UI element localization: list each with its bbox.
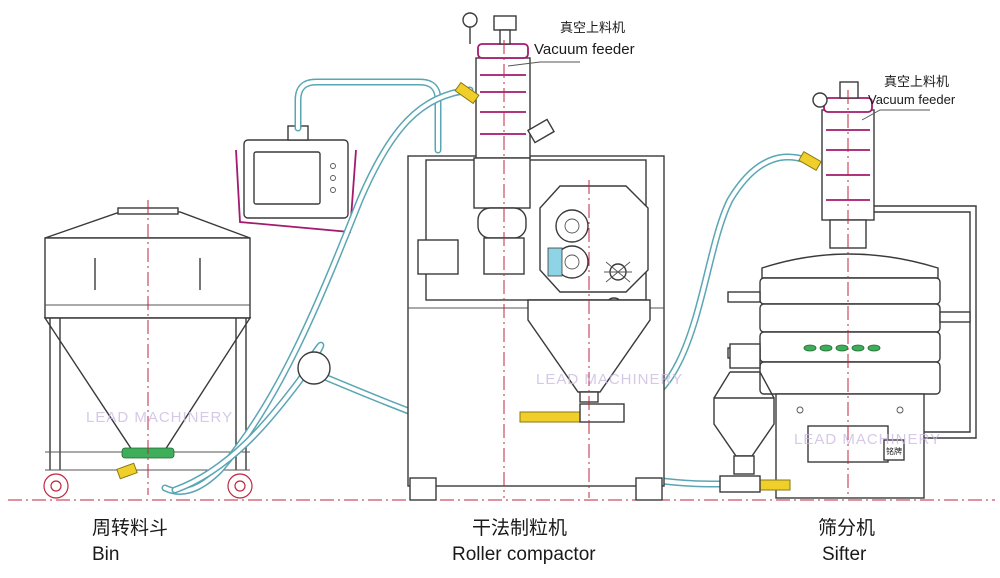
bin-machine <box>43 200 253 499</box>
watermark-bin: LEAD MACHINERY <box>86 409 233 426</box>
control-panel <box>235 125 357 233</box>
vacuum-feeder-2-label-cn: 真空上料机 <box>884 75 949 90</box>
sifter-machine: 铭牌 <box>713 81 977 499</box>
sifter-nameplate-text: 铭牌 <box>886 446 902 456</box>
sifter-label-cn: 筛分机 <box>818 517 875 539</box>
vacuum-feeder-2-label-en: Vacuum feeder <box>868 92 956 107</box>
roller-compactor-machine <box>407 12 665 501</box>
inline-filter-ball <box>297 351 331 385</box>
roller-label-en: Roller compactor <box>452 544 596 565</box>
callout-leader-feeder-2 <box>861 109 930 121</box>
bin-label-en: Bin <box>92 544 119 565</box>
watermark-sifter: LEAD MACHINERY <box>794 431 941 448</box>
callout-leader-feeder-1 <box>507 61 580 67</box>
sifter-label-en: Sifter <box>822 544 867 565</box>
vacuum-feeder-1-label-cn: 真空上料机 <box>560 21 625 36</box>
vacuum-feeder-1-label-en: Vacuum feeder <box>534 41 635 58</box>
bin-label-cn: 周转料斗 <box>92 517 168 539</box>
sifter-nameplate <box>883 439 905 461</box>
roller-label-cn: 干法制粒机 <box>472 517 567 539</box>
watermark-roller: LEAD MACHINERY <box>536 371 683 388</box>
